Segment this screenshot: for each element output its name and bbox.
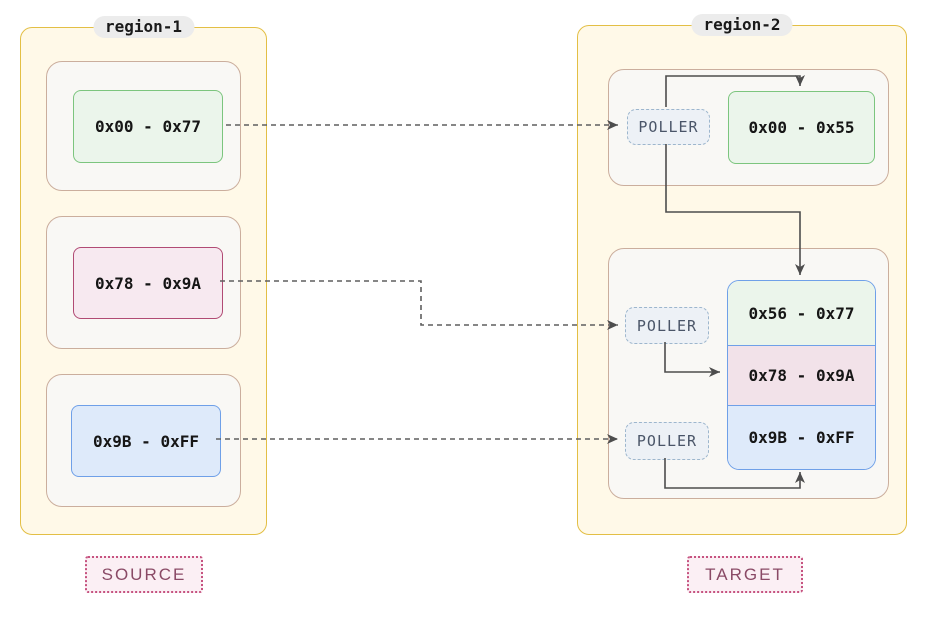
- poller-label-3: POLLER: [636, 432, 698, 450]
- source-slot-3: 0x9B - 0xFF: [46, 374, 241, 507]
- source-slot-2: 0x78 - 0x9A: [46, 216, 241, 349]
- target-stacked-label-2: 0x78 - 0x9A: [748, 366, 855, 385]
- wire-source2-to-poller2: [220, 280, 618, 330]
- source-range-node-3: 0x9B - 0xFF: [71, 405, 221, 477]
- region-1-container: region-1 0x00 - 0x77 0x78 - 0x9A 0x9B - …: [20, 16, 267, 535]
- target-slot-top: POLLER 0x00 - 0x55: [608, 69, 889, 186]
- target-range-label-top: 0x00 - 0x55: [748, 118, 855, 137]
- target-badge-label: TARGET: [705, 564, 785, 584]
- source-range-node-2: 0x78 - 0x9A: [73, 247, 223, 319]
- source-badge-label: SOURCE: [101, 564, 187, 584]
- source-range-label-3: 0x9B - 0xFF: [93, 431, 199, 451]
- target-stacked-label-1: 0x56 - 0x77: [748, 303, 855, 323]
- target-range-node-top: 0x00 - 0x55: [728, 91, 875, 164]
- target-stacked-block: 0x56 - 0x77 0x78 - 0x9A 0x9B - 0xFF: [727, 280, 876, 470]
- source-range-label-2: 0x78 - 0x9A: [95, 273, 201, 293]
- source-slot-1: 0x00 - 0x77: [46, 61, 241, 191]
- target-stacked-label-3: 0x9B - 0xFF: [748, 428, 855, 447]
- poller-label-1: POLLER: [638, 118, 699, 136]
- region-2-title: region-2: [691, 14, 793, 36]
- target-badge: TARGET: [687, 556, 803, 593]
- poller-node-1: POLLER: [627, 109, 710, 145]
- poller-node-2: POLLER: [625, 307, 709, 344]
- source-badge: SOURCE: [85, 556, 203, 593]
- region-2-container: region-2 POLLER 0x00 - 0x55 POLLER POLLE…: [577, 14, 907, 535]
- target-stacked-segment-1: 0x56 - 0x77: [728, 281, 875, 345]
- poller-label-2: POLLER: [636, 316, 698, 335]
- target-slot-bottom: POLLER POLLER 0x56 - 0x77 0x78 - 0x9A 0x…: [608, 248, 889, 499]
- target-stacked-segment-3: 0x9B - 0xFF: [728, 405, 875, 469]
- source-range-node-1: 0x00 - 0x77: [73, 90, 223, 163]
- poller-node-3: POLLER: [625, 422, 709, 460]
- target-stacked-segment-2: 0x78 - 0x9A: [728, 345, 875, 405]
- source-range-label-1: 0x00 - 0x77: [95, 117, 201, 136]
- region-1-title: region-1: [92, 16, 195, 38]
